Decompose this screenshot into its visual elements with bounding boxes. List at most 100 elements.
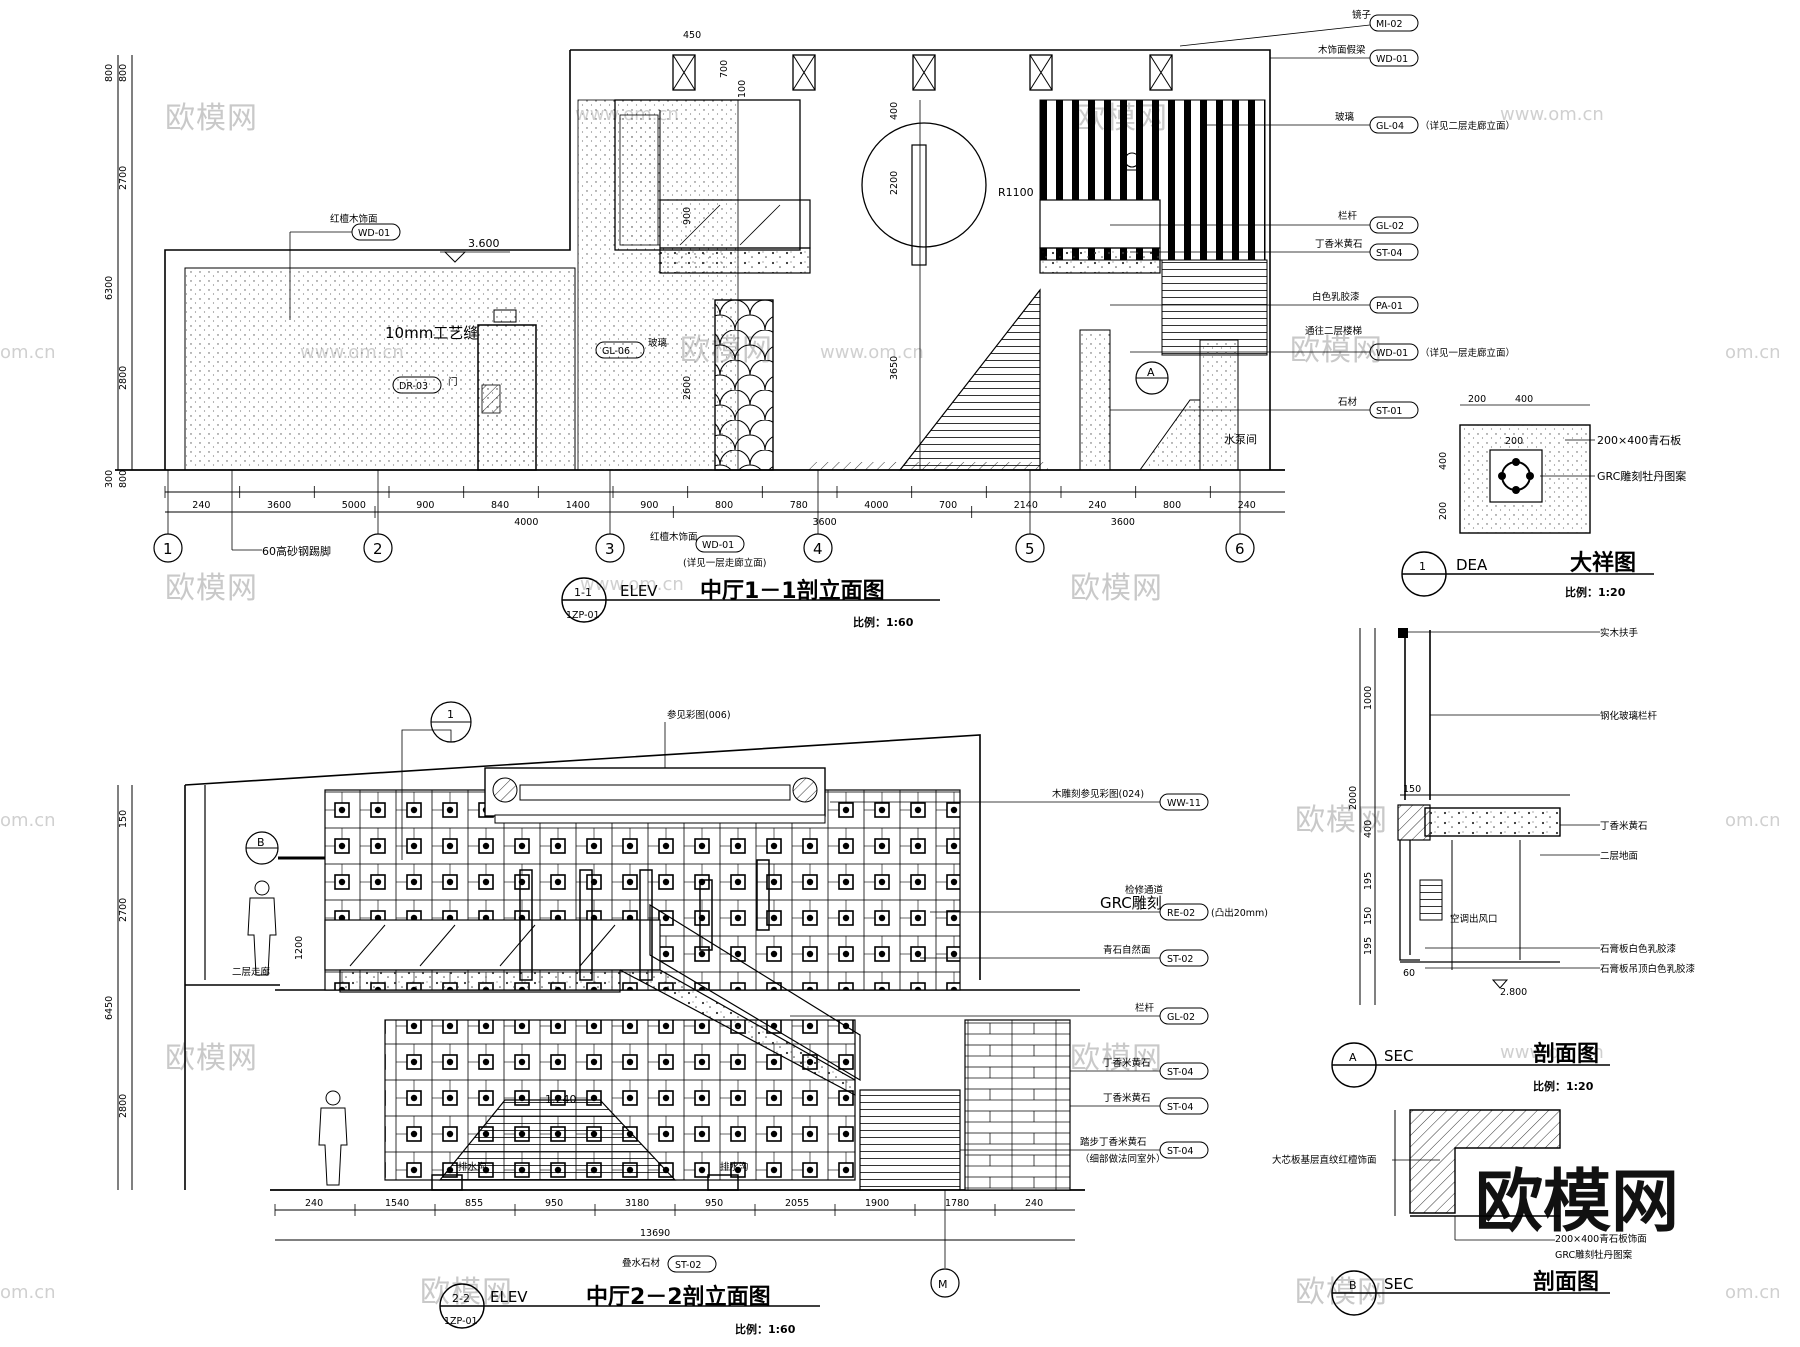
callout-code: PA-01 xyxy=(1376,301,1403,312)
staircase xyxy=(898,288,1041,471)
dim-label: 195 xyxy=(1363,872,1374,890)
dim-label: 200 xyxy=(1468,394,1486,405)
tag-bubble xyxy=(667,1255,717,1273)
title-badge-sub: 1ZP-01 xyxy=(444,1316,478,1327)
tag-code: ST-02 xyxy=(675,1260,701,1271)
callout-code: MI-02 xyxy=(1376,19,1403,30)
dim-label: 800 xyxy=(104,64,115,82)
title-badge-number: 1 xyxy=(1419,560,1426,573)
callout-bubble xyxy=(1159,903,1209,921)
dim-label: 950 xyxy=(705,1198,723,1209)
dim-label: 100 xyxy=(737,80,748,98)
detail-label: 石膏板白色乳胶漆 xyxy=(1600,943,1677,955)
dim-label: 240 xyxy=(1025,1198,1043,1209)
tag-label: 红檀木饰面 xyxy=(330,213,378,225)
pendant-lamp xyxy=(911,144,927,266)
watermark: om.cn xyxy=(1725,810,1781,831)
drawing-title: 中厅2－2剖立面图 xyxy=(586,1284,771,1310)
dim-label: 2055 xyxy=(785,1198,809,1209)
tag-label: 红檀木饰面 xyxy=(650,531,698,543)
callout-bubble xyxy=(1369,243,1419,261)
axis-label: 6 xyxy=(1235,540,1245,558)
drawing-title: 中厅1－1剖立面图 xyxy=(700,578,885,604)
callout-code: WD-01 xyxy=(1376,348,1408,359)
tag-bubble xyxy=(695,535,745,553)
axis-label: 4 xyxy=(813,540,823,558)
dim-label: 800 xyxy=(118,470,129,488)
drawing-scale: 比例：1:60 xyxy=(735,1322,796,1336)
dim-label: 5000 xyxy=(342,500,366,511)
callout-label: 白色乳胶漆 xyxy=(1312,291,1360,303)
callout-code: GL-02 xyxy=(1167,1012,1195,1023)
decorative-column xyxy=(714,299,774,471)
callout-label: 栏杆 xyxy=(1135,1002,1155,1014)
detail-label: 丁香米黄石 xyxy=(1600,820,1648,832)
dim-label: 240 xyxy=(1238,500,1256,511)
ac-vent xyxy=(1419,879,1443,921)
axis-label: 2 xyxy=(373,540,383,558)
callout-label: GRC雕刻 xyxy=(1100,894,1162,912)
callout-label: 镜子 xyxy=(1352,9,1372,21)
drawing-title: 剖面图 xyxy=(1533,1041,1599,1067)
axis-label: 5 xyxy=(1025,540,1035,558)
tag-label: 玻璃 xyxy=(648,337,667,349)
callout-list-2: 木雕刻参见彩图(024) WW-11 检修通道 GRC雕刻 RE-02 (凸出2… xyxy=(790,788,1268,1165)
corridor-label: 二层走廊 xyxy=(232,966,271,978)
callout-note: （详见二层走廊立面） xyxy=(1420,120,1515,132)
callout-list-1: 镜子 MI-02 木饰面假梁 WD-01 玻璃 GL-04 （详见二层走廊立面）… xyxy=(1110,9,1515,419)
dim-label: 1540 xyxy=(385,1198,409,1209)
wall-outline xyxy=(164,49,1271,470)
dim-label: 195 xyxy=(1363,937,1374,955)
dim-label: 3600 xyxy=(1111,517,1135,528)
floor-hatch xyxy=(808,462,1048,470)
axis-label: 1 xyxy=(163,540,173,558)
dim-label: 6300 xyxy=(104,276,115,300)
callout-code: ST-02 xyxy=(1167,954,1193,965)
callout-code: ST-04 xyxy=(1376,248,1402,259)
dim-label: 150 xyxy=(1403,784,1421,795)
dim-label: 400 xyxy=(889,102,900,120)
callout-note: (凸出20mm) xyxy=(1211,907,1268,919)
callout-bubble xyxy=(1369,343,1419,361)
detail-marker-label: 1 xyxy=(447,708,454,721)
title-elev: SEC xyxy=(1384,1047,1413,1065)
balcony-glass-right xyxy=(1039,199,1161,249)
glass-balustrade xyxy=(324,919,661,971)
section-marker-label: A xyxy=(1147,366,1155,379)
callout-bubble xyxy=(1159,1097,1209,1115)
axis-bubble xyxy=(363,533,393,563)
title-badge-number: 1-1 xyxy=(574,586,592,599)
watermark: www.om.cn xyxy=(1500,104,1604,125)
watermark: 欧模网 xyxy=(165,101,258,136)
tag-bubble xyxy=(392,376,442,394)
dim-label: 450 xyxy=(683,30,701,41)
dim-label: 840 xyxy=(491,500,509,511)
callout-bubble xyxy=(1369,14,1419,32)
callout-code: ST-04 xyxy=(1167,1102,1193,1113)
drawing-scale: 比例：1:60 xyxy=(853,615,914,629)
level-label: 3.600 xyxy=(468,237,500,250)
door-panel xyxy=(481,384,501,414)
dim-label: 240 xyxy=(1088,500,1106,511)
drain-label: 排水沟 xyxy=(458,1161,487,1173)
callout-code: ST-01 xyxy=(1376,406,1402,417)
dim-label: 800 xyxy=(118,64,129,82)
callout-label: 木饰面假梁 xyxy=(1318,44,1366,56)
callout-code: ST-04 xyxy=(1167,1146,1193,1157)
detail-label: GRC雕刻牡丹图案 xyxy=(1597,469,1686,483)
dim-label: 400 xyxy=(1363,820,1374,838)
callout-label: 石材 xyxy=(1338,396,1358,408)
watermark: www.om.cn xyxy=(820,342,924,363)
dim-label: 400 xyxy=(1438,452,1449,470)
dim-label: 1200 xyxy=(294,936,305,960)
drawing-title: 剖面图 xyxy=(1533,1269,1599,1295)
watermark: 欧模网 xyxy=(1290,333,1383,368)
tag-code: DR-03 xyxy=(399,381,428,392)
axis-bubble xyxy=(1015,533,1045,563)
callout-label: 玻璃 xyxy=(1335,111,1354,123)
watermark: 欧模网 xyxy=(1295,803,1388,838)
